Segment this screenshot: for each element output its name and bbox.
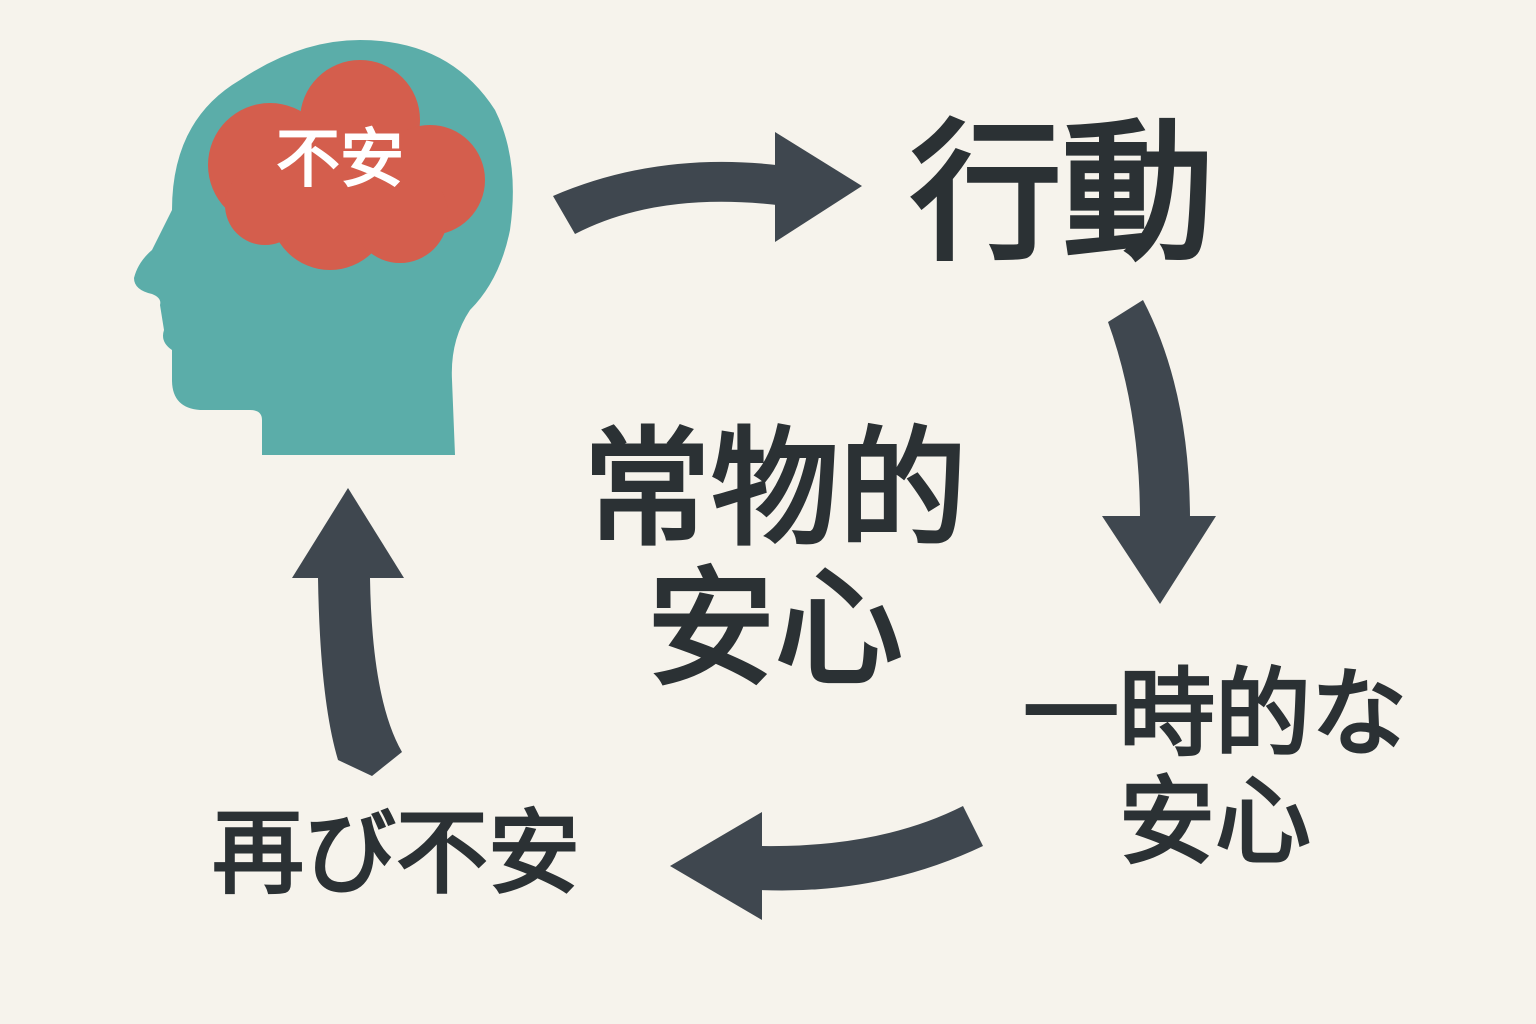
arrow-head-to-action [553,132,862,242]
center-label: 常物的 安心 [565,420,985,700]
temporary-relief-line-1: 一時的な [1023,658,1407,770]
node-anxiety-again-label: 再び不安 [212,800,581,907]
arrow-again-to-head [292,488,404,776]
arrow-action-to-relief [1102,300,1216,604]
cloud-label: 不安 [276,123,404,197]
arrow-relief-to-again [670,806,983,920]
node-action-label: 行動 [910,105,1214,282]
center-label-line-1: 常物的 [582,415,967,564]
center-label-line-2: 安心 [646,555,903,704]
anxiety-cloud [208,60,485,270]
node-temporary-relief-label: 一時的な 安心 [1010,660,1420,876]
temporary-relief-line-2: 安心 [1119,766,1311,878]
